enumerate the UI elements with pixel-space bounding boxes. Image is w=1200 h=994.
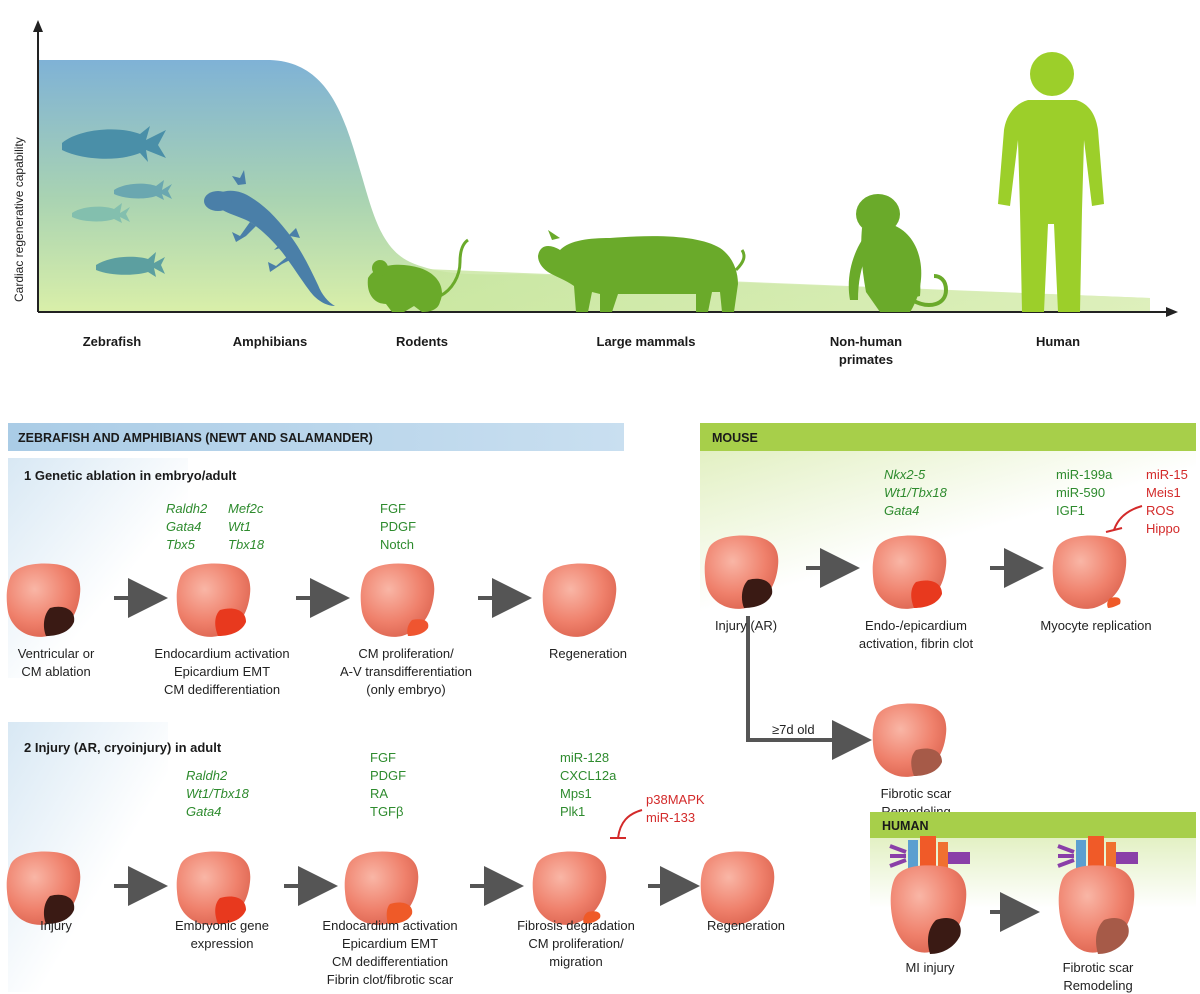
gene-label: Mef2c [228,501,264,516]
factor-label: Notch [380,537,414,552]
caption: expression [191,936,254,951]
caption: activation, fibrin clot [859,636,974,651]
caption: Myocyte replication [1040,618,1151,633]
gene-label: Tbx5 [166,537,196,552]
heart-ventricular-ablation [7,564,81,637]
gene-label: Raldh2 [186,768,228,783]
caption: Endo-/epicardium [865,618,967,633]
caption: Epicardium EMT [342,936,438,951]
caption: CM proliferation/ [528,936,624,951]
caption: Epicardium EMT [174,664,270,679]
heart-mouse-injury [705,536,779,609]
inhibitor-label: p38MAPK [646,792,705,807]
heart-injury [7,852,81,925]
factor-label: FGF [370,750,396,765]
mir-label: Mps1 [560,786,592,801]
species-label-human: Human [1036,334,1080,349]
human-icon [998,52,1104,312]
mouse-header: MOUSE [712,431,758,445]
subsection-1-title: 1 Genetic ablation in embryo/adult [24,468,237,483]
species-label-zebrafish: Zebrafish [83,334,142,349]
species-label-large-mammals: Large mammals [597,334,696,349]
gene-label: Wt1/Tbx18 [884,485,948,500]
zebrafish-section: ZEBRAFISH AND AMPHIBIANS (NEWT AND SALAM… [7,423,785,992]
heart-cm-proliferation [361,564,435,637]
factor-label: RA [370,786,388,801]
caption: Injury (AR) [715,618,777,633]
gene-label: Raldh2 [166,501,208,516]
zebrafish-header: ZEBRAFISH AND AMPHIBIANS (NEWT AND SALAM… [18,431,373,445]
inhibition-line [618,810,642,838]
factor-label: FGF [380,501,406,516]
factor-label: PDGF [370,768,406,783]
caption: Injury [40,918,72,933]
age-label: ≥7d old [772,722,815,737]
caption: CM dedifferentiation [332,954,448,969]
caption: Endocardium activation [154,646,289,661]
human-section: HUMAN MI injury Fibrotic scar Remodeling [870,812,1196,993]
caption: Fibrotic scar [881,786,952,801]
heart-endocardium-activation-2 [345,852,419,925]
inhibitor-label: ROS [1146,503,1175,518]
factor-label: TGFβ [370,804,403,819]
heart-mouse-activation [873,536,947,609]
species-label-non-human: Non-human [830,334,902,349]
caption: Embryonic gene [175,918,269,933]
caption: migration [549,954,602,969]
species-label-amphibians: Amphibians [233,334,307,349]
mir-label: miR-128 [560,750,609,765]
mouse-section: MOUSE ≥7d old Nkx2-5 Wt1/Tbx18 Gata4 miR… [700,423,1196,819]
species-label-primates: primates [839,352,893,367]
caption: CM proliferation/ [358,646,454,661]
promoter-label: miR-199a [1056,467,1113,482]
mir-label: CXCL12a [560,768,617,783]
inhibitor-label: Hippo [1146,521,1180,536]
caption: (only embryo) [366,682,445,697]
caption: Ventricular or [18,646,95,661]
human-header: HUMAN [882,819,929,833]
y-axis-label: Cardiac regenerative capability [12,137,26,302]
gene-label: Gata4 [186,804,221,819]
heart-regeneration-2 [701,852,775,925]
inhibitor-label: Meis1 [1146,485,1181,500]
gene-label: Wt1 [228,519,251,534]
gene-label: Gata4 [166,519,201,534]
caption: Remodeling [1063,978,1132,993]
caption: Fibrotic scar [1063,960,1134,975]
caption: Regeneration [707,918,785,933]
heart-regeneration-1 [543,564,617,637]
caption: A-V transdifferentiation [340,664,472,679]
mir-label: Plk1 [560,804,585,819]
inhibitor-label: miR-133 [646,810,695,825]
heart-embryonic-gene [177,852,251,925]
caption: MI injury [905,960,955,975]
gene-label: Gata4 [884,503,919,518]
gene-label: Wt1/Tbx18 [186,786,250,801]
gene-label: Tbx18 [228,537,265,552]
inhibitor-label: miR-15 [1146,467,1188,482]
heart-myocyte-replication [1053,536,1127,609]
caption: Endocardium activation [322,918,457,933]
promoter-label: IGF1 [1056,503,1085,518]
species-label-rodents: Rodents [396,334,448,349]
heart-mouse-fibrotic-scar [873,704,947,777]
caption: Fibrosis degradation [517,918,635,933]
caption: Fibrin clot/fibrotic scar [327,972,454,987]
top-panel: Cardiac regenerative capability [12,20,1178,367]
caption: Regeneration [549,646,627,661]
factor-label: PDGF [380,519,416,534]
mouse-header-bar [700,423,1196,451]
caption: CM ablation [21,664,90,679]
promoter-label: miR-590 [1056,485,1105,500]
gene-label: Nkx2-5 [884,467,926,482]
caption: CM dedifferentiation [164,682,280,697]
heart-endocardium-activation [177,564,251,637]
subsection-2-title: 2 Injury (AR, cryoinjury) in adult [24,740,222,755]
heart-fibrosis-degradation [533,852,607,925]
